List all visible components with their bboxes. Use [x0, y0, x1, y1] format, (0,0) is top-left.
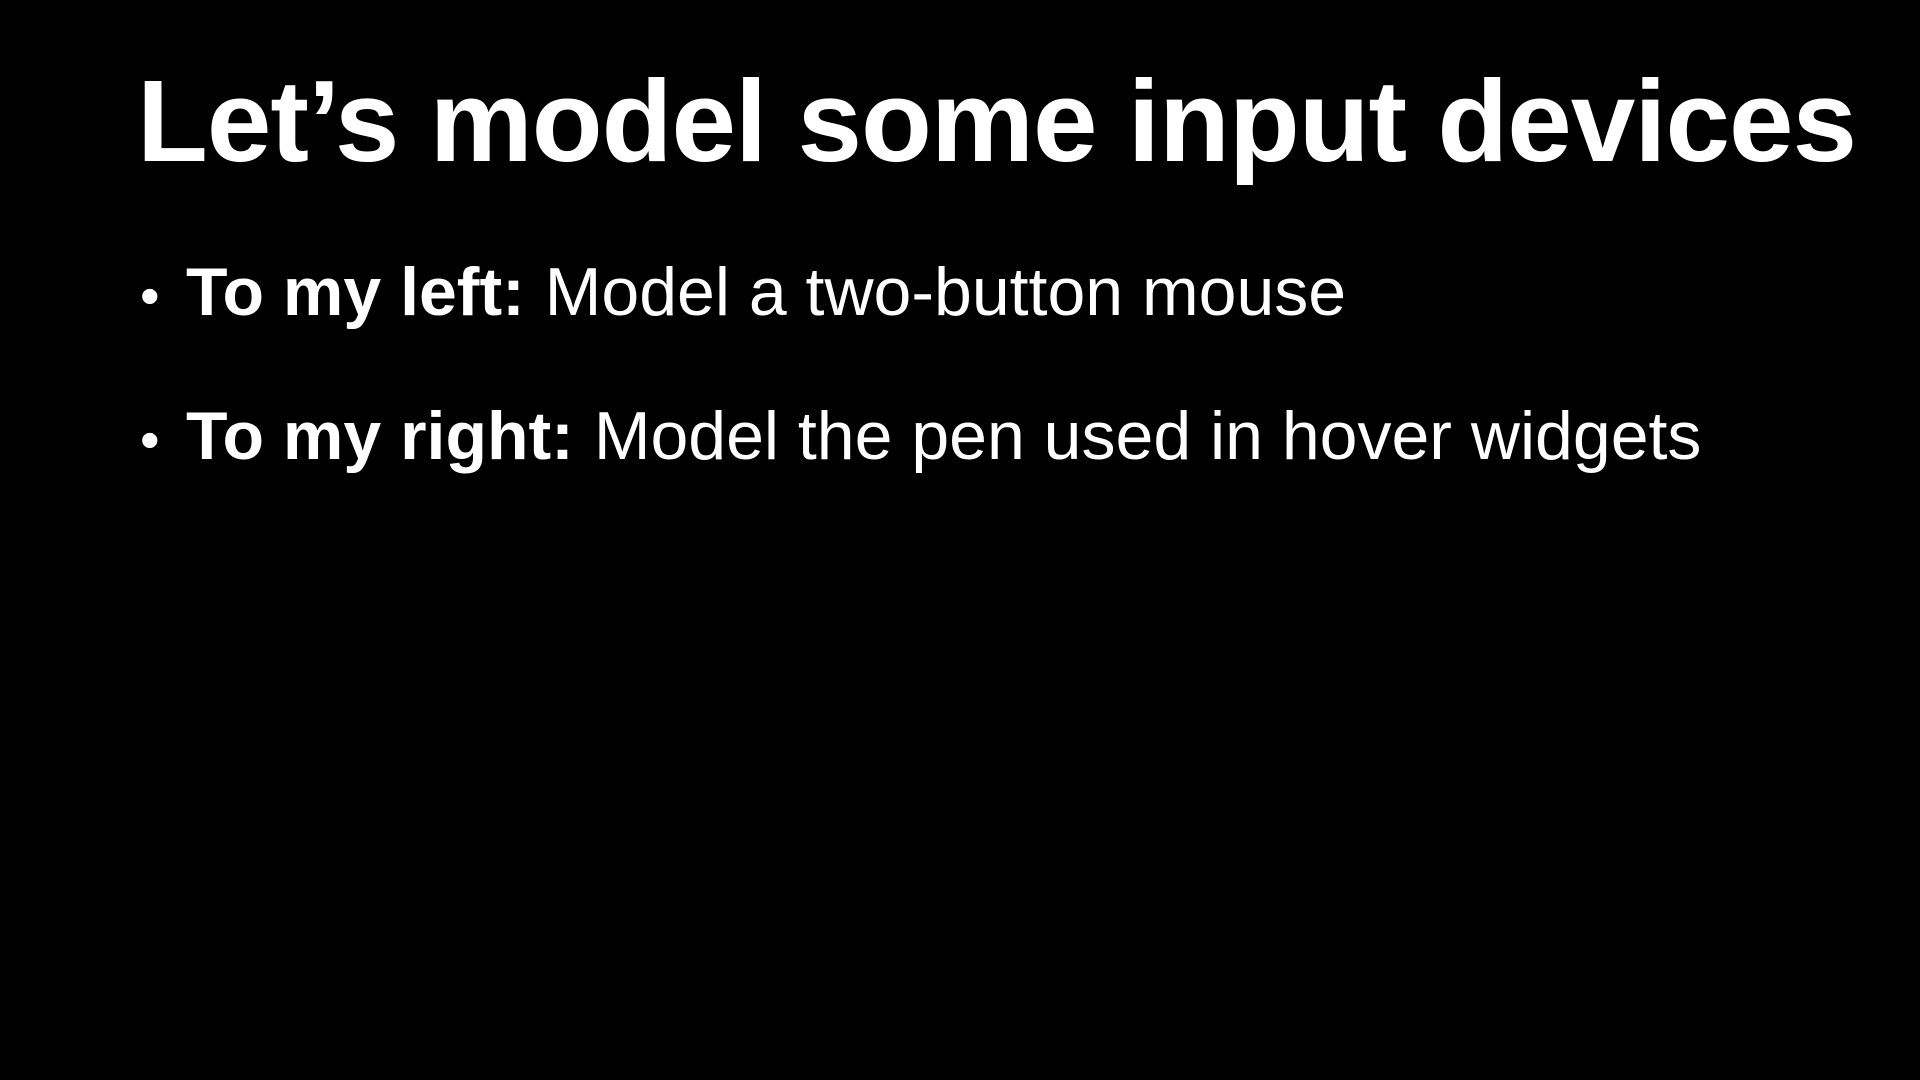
bullet-body-text: Model the pen used in hover widgets	[593, 397, 1702, 474]
bullet-lead-text: To my right:	[186, 397, 574, 474]
bullet-icon: •	[140, 407, 160, 471]
bullet-list: • To my left: Model a two-button mouse •…	[140, 252, 1701, 539]
bullet-icon: •	[140, 264, 160, 327]
bullet-lead-text: To my left:	[186, 254, 525, 330]
bullet-item-left: • To my left: Model a two-button mouse	[140, 252, 1701, 334]
bullet-body-text: Model a two-button mouse	[544, 254, 1347, 330]
slide-title: Let’s model some input devices	[137, 56, 1857, 186]
bullet-item-right: • To my right: Model the pen used in hov…	[140, 396, 1701, 478]
